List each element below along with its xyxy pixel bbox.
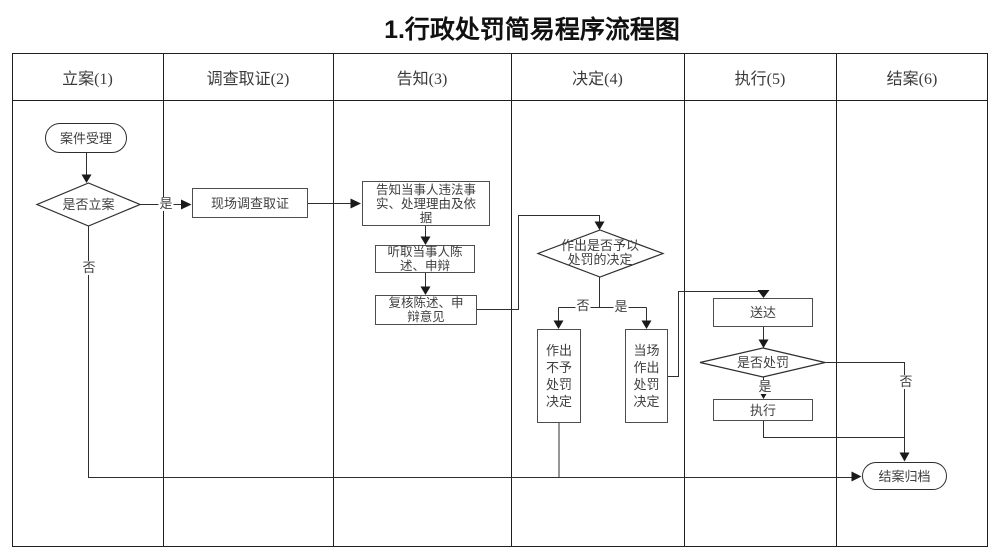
arrowhead-right-icon xyxy=(181,199,192,210)
edge-onsite-to-deliver xyxy=(668,291,764,377)
edge-review-to-decidepunish xyxy=(477,215,600,310)
lane-header-zhixing: 执行(5) xyxy=(734,70,786,88)
node-listen: 听取当事人陈 述、申辩 xyxy=(375,245,475,273)
arrowhead-down-icon xyxy=(420,236,431,245)
arrowhead-down-icon xyxy=(641,320,652,329)
arrowhead-down-icon xyxy=(758,339,769,348)
arrowhead-right-icon xyxy=(851,471,862,482)
diamonds xyxy=(35,182,826,378)
connectors xyxy=(86,153,905,478)
lane-header-gaozhi: 告知(3) xyxy=(396,70,448,88)
node-investigate: 现场调查取证 xyxy=(192,188,308,218)
edge-decidefile-no-to-end xyxy=(88,226,853,478)
diamond-decide-file xyxy=(35,182,142,227)
node-start: 案件受理 xyxy=(45,123,127,153)
lane-header-lian: 立案(1) xyxy=(62,70,113,88)
lane-header-jiean: 结案(6) xyxy=(886,70,938,88)
label-punish-no: 否 xyxy=(575,298,591,313)
label-punish-yes: 是 xyxy=(613,299,629,314)
node-end: 结案归档 xyxy=(862,462,947,490)
swimlane-grid xyxy=(12,53,988,547)
table-outline xyxy=(12,53,988,547)
arrowhead-right-icon xyxy=(350,198,361,209)
label-exec-yes: 是 xyxy=(757,379,773,394)
lane-header-jueding: 决定(4) xyxy=(572,70,623,88)
node-execute: 执行 xyxy=(713,399,813,421)
node-onsite-punish: 当场 作出 处罚 决定 xyxy=(625,329,668,423)
diamond-is-punished xyxy=(699,347,826,378)
edge-execute-to-end xyxy=(763,421,905,438)
arrowhead-down-icon xyxy=(899,452,910,462)
arrowhead-down-icon xyxy=(420,286,431,295)
node-inform: 告知当事人违法事 实、处理理由及依 据 xyxy=(362,181,490,226)
label-file-yes: 是 xyxy=(158,196,174,211)
lane-header-diaocha: 调查取证(2) xyxy=(206,70,290,88)
label-file-no: 否 xyxy=(81,260,97,275)
arrowhead-down-icon xyxy=(594,221,605,230)
node-review: 复核陈述、申 辩意见 xyxy=(375,295,477,325)
arrowhead-down-icon xyxy=(757,290,770,298)
arrowheads xyxy=(81,174,910,482)
diamond-decide-punish xyxy=(536,229,665,278)
edge-decidepunish-split xyxy=(558,277,647,322)
node-no-punish: 作出 不予 处罚 决定 xyxy=(537,329,581,423)
arrowhead-down-icon xyxy=(81,174,92,183)
edge-ispunished-no-to-end xyxy=(825,362,905,454)
page-title: 1.行政处罚简易程序流程图 xyxy=(384,16,680,44)
arrowhead-down-icon xyxy=(553,320,564,329)
label-exec-no: 否 xyxy=(898,374,914,389)
node-deliver: 送达 xyxy=(713,298,813,327)
